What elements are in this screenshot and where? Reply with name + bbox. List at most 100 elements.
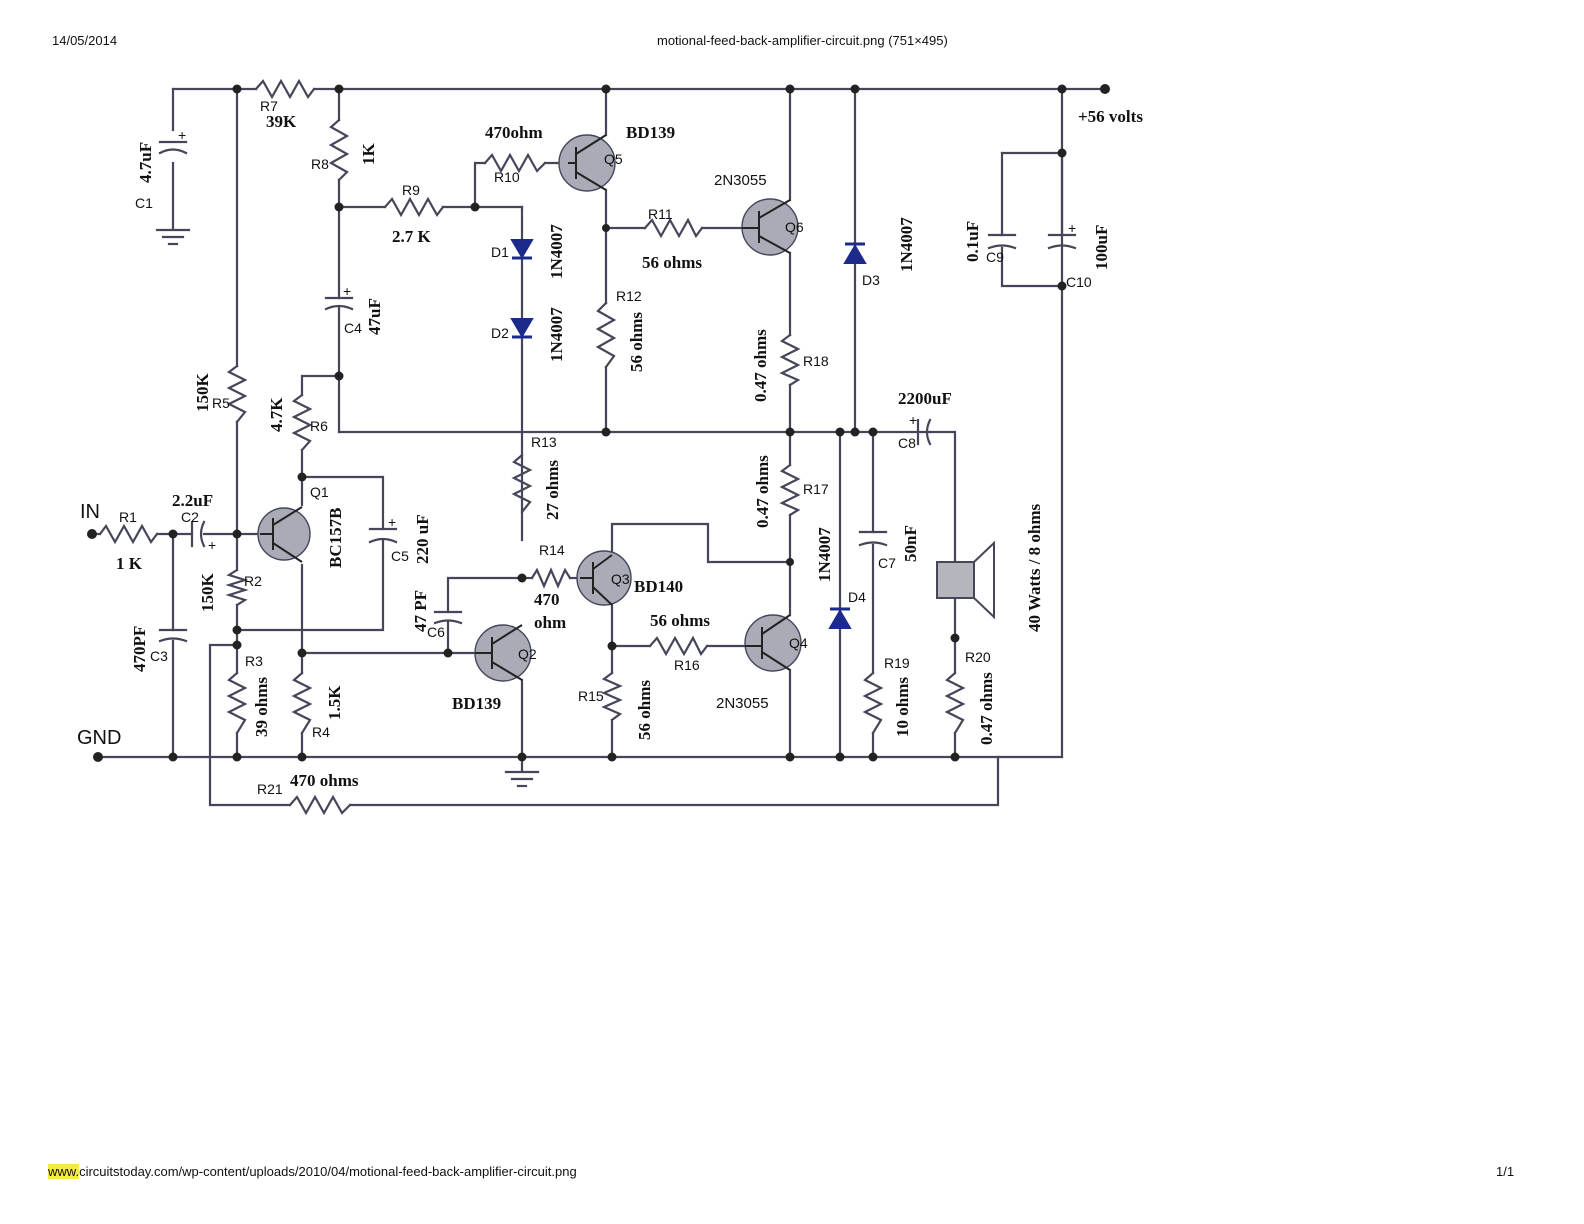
q3-value: BD140 [634,577,683,596]
page-number: 1/1 [1496,1164,1515,1179]
c9-capacitor [987,233,1017,250]
svg-text:+: + [909,412,917,428]
c2-ref: C2 [181,509,199,525]
r13-resistor [511,453,533,514]
r20-resistor [944,671,966,735]
q4-ref: Q4 [789,635,808,651]
r19-resistor [862,671,884,735]
r14-resistor [530,567,572,589]
r13-value: 27 ohms [543,460,562,520]
r3-ref: R3 [245,653,263,669]
c8-capacitor: + [909,412,932,446]
c10-capacitor: + [1047,220,1077,250]
r11-resistor [643,217,704,239]
r4-resistor [291,671,313,735]
r10-value: 470ohm [485,123,543,142]
q6-value: 2N3055 [714,172,767,189]
r15-resistor [601,671,623,722]
q5-ref: Q5 [604,151,623,167]
d4-value: 1N4007 [815,527,834,582]
q1-transistor [257,506,311,563]
r3-resistor [226,671,248,735]
r2-ref: R2 [244,573,262,589]
labels: IN GND +56 volts R1 1 K R2 150K R3 39 oh… [77,98,1143,797]
c8-ref: C8 [898,435,916,451]
r10-resistor [483,152,547,174]
svg-text:+: + [208,537,216,553]
q6-ref: Q6 [785,219,804,235]
q3-transistor [576,550,632,606]
r18-resistor [779,333,801,387]
r12-ref: R12 [616,288,642,304]
c2-capacitor: + [190,520,216,553]
net-gnd-label: GND [77,727,121,749]
r8-ref: R8 [311,156,329,172]
c5-ref: C5 [391,548,409,564]
r12-resistor [595,301,617,369]
r7-ref: R7 [260,98,278,114]
r6-value: 4.7K [267,397,286,432]
svg-text:+: + [388,514,396,530]
c6-value: 47 PF [411,590,430,632]
r14-value-1: 470 [534,590,560,609]
q5-value: BD139 [626,123,675,142]
r3-value: 39 ohms [252,677,271,737]
c4-capacitor: + [324,283,354,311]
r17-ref: R17 [803,481,829,497]
r12-value: 56 ohms [627,312,646,372]
speaker-label: 40 Watts / 8 ohms [1025,503,1044,632]
r8-value: 1K [359,143,378,166]
r6-resistor [291,393,313,452]
c4-value: 47uF [365,298,384,335]
r16-ref: R16 [674,657,700,673]
q4-transistor [744,614,802,672]
r9-ref: R9 [402,182,420,198]
r9-value: 2.7 K [392,227,432,246]
net-in-label: IN [80,501,100,523]
svg-text:+: + [1068,220,1076,236]
r1-ref: R1 [119,509,137,525]
q6-transistor [741,198,799,256]
wires [90,87,1107,807]
d3-value: 1N4007 [897,217,916,272]
r4-value: 1.5K [325,685,344,720]
r14-ref: R14 [539,542,565,558]
r16-resistor [648,635,709,657]
r8-resistor [328,118,350,182]
transistors [257,134,802,682]
r19-value: 10 ohms [893,677,912,737]
d1-value: 1N4007 [547,224,566,279]
source-url[interactable]: www.circuitstoday.com/wp-content/uploads… [48,1164,577,1179]
r17-value: 0.47 ohms [753,455,772,528]
net-supply-label: +56 volts [1078,107,1143,126]
c9-ref: C9 [986,249,1004,265]
c9-value: 0.1uF [963,221,982,262]
r5-value: 150K [193,373,212,413]
r10-ref: R10 [494,169,520,185]
d1-diode [510,239,534,260]
r16-value: 56 ohms [650,611,710,630]
q1-value: BC157B [326,508,345,568]
c1-value: 4.7uF [136,142,155,183]
q2-ref: Q2 [518,646,537,662]
junctions [87,84,1110,762]
c6-capacitor [433,610,463,625]
c6-ref: C6 [427,624,445,640]
r7-value: 39K [266,112,297,131]
c7-value: 50nF [901,525,920,562]
c10-ref: C10 [1066,274,1092,290]
print-date: 14/05/2014 [52,33,118,48]
q4-value: 2N3055 [716,695,769,712]
c10-value: 100uF [1092,225,1111,270]
r13-ref: R13 [531,434,557,450]
c3-ref: C3 [150,648,168,664]
d3-diode [843,242,867,264]
d4-ref: D4 [848,589,866,605]
r5-ref: R5 [212,395,230,411]
c3-value: 470PF [130,626,149,672]
c7-capacitor [858,530,888,547]
r11-ref: R11 [648,206,673,222]
r11-value: 56 ohms [642,253,702,272]
